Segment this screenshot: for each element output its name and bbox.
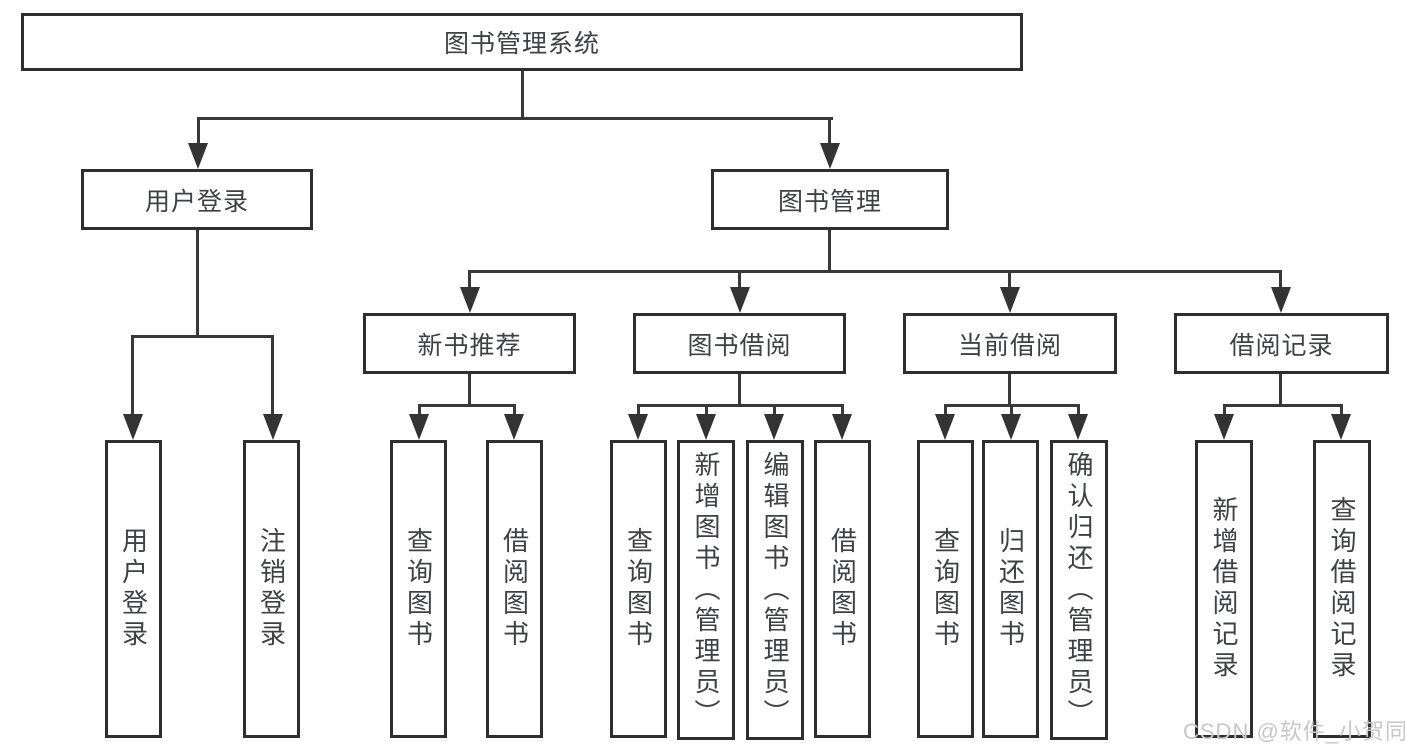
node-book-borrowing: 图书借阅 (633, 313, 846, 374)
node-library-system: 图书管理系统 (21, 13, 1023, 71)
arrowhead-down-icon (730, 287, 750, 313)
arrowhead-down-icon (832, 414, 852, 440)
arrowhead-down-icon (1214, 414, 1234, 440)
arrowhead-down-icon (935, 414, 955, 440)
leaf-query-books-recommend: 查询图书 (390, 440, 447, 738)
connector-stub (841, 406, 844, 415)
leaf-query-books-borrowing: 查询图书 (610, 440, 667, 738)
leaf-confirm-return-admin: 确认归还（管理员） (1050, 440, 1108, 740)
connector-stub (637, 406, 640, 415)
arrowhead-down-icon (1001, 414, 1021, 440)
node-label: 图书管理 (777, 187, 882, 216)
node-label: 当前借阅 (957, 331, 1062, 360)
connector-section-trunk (468, 373, 471, 406)
connector-stub (828, 119, 831, 144)
node-label: 借阅图书 (827, 527, 858, 651)
leaf-add-book-admin: 新增图书（管理员） (677, 440, 735, 740)
node-label: 图书管理系统 (443, 30, 600, 58)
connector-stub (944, 406, 947, 415)
node-label: 查询图书 (623, 527, 654, 651)
arrowhead-down-icon (1000, 287, 1020, 313)
connector-user-login-rail (131, 335, 274, 338)
connector-stub (1077, 406, 1080, 415)
arrowhead-down-icon (820, 143, 840, 169)
connector-leaf-rail (1223, 404, 1343, 407)
connector-stub (773, 406, 776, 415)
arrowhead-down-icon (1331, 414, 1351, 440)
node-label: 新书推荐 (417, 331, 522, 360)
node-label: 查询借阅记录 (1327, 496, 1357, 682)
node-label: 查询图书 (403, 527, 434, 651)
connector-stub (1340, 406, 1343, 415)
connector-user-login-trunk (196, 230, 199, 337)
arrowhead-down-icon (764, 414, 784, 440)
arrowhead-down-icon (409, 414, 429, 440)
connector-stub (468, 272, 471, 288)
arrowhead-down-icon (263, 414, 283, 440)
connector-section-trunk (738, 373, 741, 406)
node-label: 用户登录 (144, 187, 249, 216)
connector-stub (418, 406, 421, 415)
node-new-book-recommend: 新书推荐 (363, 313, 576, 374)
arrowhead-down-icon (123, 414, 143, 440)
node-label: 用户登录 (118, 527, 149, 651)
node-current-borrowing: 当前借阅 (903, 313, 1117, 374)
connector-stub (271, 337, 274, 414)
node-label: 归还图书 (995, 527, 1026, 651)
connector-section-trunk (1008, 373, 1011, 406)
node-label: 编辑图书（管理员） (760, 450, 790, 730)
leaf-borrow-books-borrowing: 借阅图书 (814, 440, 871, 738)
connector-stub (1008, 272, 1011, 288)
connector-stub (513, 406, 516, 415)
node-user-login: 用户登录 (81, 169, 313, 230)
connector-leaf-rail (637, 404, 844, 407)
node-label: 新增图书（管理员） (691, 450, 721, 730)
connector-level1-rail (197, 117, 833, 120)
arrowhead-down-icon (460, 287, 480, 313)
connector-leaf-rail (944, 404, 1080, 407)
node-label: 确认归还（管理员） (1064, 450, 1094, 730)
connector-root-trunk (521, 71, 524, 119)
node-label: 图书借阅 (687, 331, 792, 360)
arrowhead-down-icon (188, 143, 208, 169)
connector-level3-rail (468, 270, 1282, 273)
connector-stub (738, 272, 741, 288)
arrowhead-down-icon (504, 414, 524, 440)
connector-stub (197, 119, 200, 144)
connector-stub (1223, 406, 1226, 415)
connector-section-trunk (1279, 373, 1282, 406)
leaf-borrow-books-recommend: 借阅图书 (486, 440, 543, 738)
node-label: 借阅记录 (1229, 331, 1334, 360)
connector-stub (1010, 406, 1013, 415)
leaf-logout: 注销登录 (243, 440, 300, 738)
connector-stub (705, 406, 708, 415)
arrowhead-down-icon (696, 414, 716, 440)
node-borrowing-records: 借阅记录 (1174, 313, 1389, 374)
connector-book-mgmt-trunk (828, 230, 831, 272)
leaf-edit-book-admin: 编辑图书（管理员） (746, 440, 804, 740)
arrowhead-down-icon (1271, 287, 1291, 313)
node-label: 注销登录 (256, 527, 287, 651)
connector-leaf-rail (418, 404, 516, 407)
connector-stub (1279, 272, 1282, 288)
leaf-add-borrow-record: 新增借阅记录 (1195, 440, 1253, 738)
node-label: 新增借阅记录 (1209, 496, 1239, 682)
leaf-query-borrow-record: 查询借阅记录 (1313, 440, 1371, 738)
leaf-user-login: 用户登录 (105, 440, 162, 738)
node-label: 查询图书 (930, 527, 961, 651)
arrowhead-down-icon (1068, 414, 1088, 440)
connector-stub (131, 337, 134, 414)
node-label: 借阅图书 (499, 527, 530, 651)
leaf-query-books-current: 查询图书 (917, 440, 974, 738)
arrowhead-down-icon (628, 414, 648, 440)
leaf-return-books: 归还图书 (982, 440, 1039, 738)
node-book-management: 图书管理 (711, 169, 949, 230)
csdn-watermark: CSDN @软件_小贺同学 (1183, 719, 1405, 744)
